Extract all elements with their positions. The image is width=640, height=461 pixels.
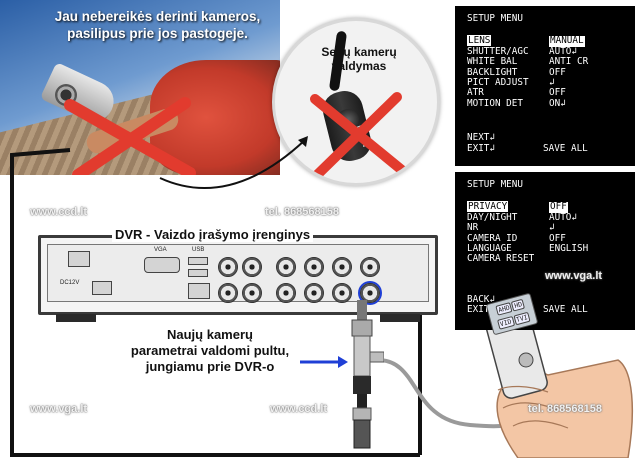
remote-btn-hd: HD — [511, 298, 526, 312]
osd-row: CAMERA ID OFF — [467, 232, 635, 244]
osd-value: OFF — [549, 232, 566, 244]
dvr-device: DC12V VGA USB — [38, 235, 438, 322]
osd-save-all: SAVE ALL — [543, 304, 588, 316]
photo-caption: Jau nebereikės derinti kameros, pasilipu… — [54, 9, 261, 41]
osd-value: AUTO↲ — [549, 211, 577, 223]
osd-value: ANTI CR — [549, 56, 589, 68]
osd-save-all: SAVE ALL — [543, 142, 588, 154]
bnc-port — [242, 257, 262, 277]
osd-setup-menu-2: SETUP MENU PRIVACY OFF DAY/NIGHT AUTO↲ NR ↲… — [455, 172, 635, 330]
bnc-port — [242, 283, 262, 303]
remote-btn-tvi: TVI — [512, 311, 531, 326]
cross-mark-icon — [310, 92, 408, 180]
osd-row: NR ↲ — [467, 222, 635, 234]
note-line2: parametrai valdomi pultu, — [130, 343, 290, 358]
osd-row: SHUTTER/AGC AUTO↲ — [467, 45, 635, 57]
dc-power-port — [92, 281, 112, 295]
watermark: www.ccd.lt — [30, 206, 88, 218]
osd-key: LENS — [467, 35, 492, 47]
bnc-port-connected — [360, 283, 380, 303]
osd-row: WHITE BAL ANTI CR — [467, 56, 635, 68]
watermark: www.ccd.lt — [270, 403, 328, 415]
bnc-port — [304, 283, 324, 303]
ethernet-port — [188, 283, 210, 299]
bnc-port — [332, 283, 352, 303]
osd-title: SETUP MENU — [467, 179, 523, 190]
osd-key: ATR — [467, 87, 484, 99]
watermark: www.vga.lt — [545, 270, 603, 282]
bnc-port — [332, 257, 352, 277]
osd-value: ↲ — [549, 222, 555, 234]
osd-key: SHUTTER/AGC — [467, 45, 529, 57]
osd-key: WHITE BAL — [467, 56, 518, 68]
bnc-port — [276, 283, 296, 303]
old-camera-controller-zoom: Senų kamerų valdymas DOWN — [272, 18, 440, 186]
bnc-port — [276, 257, 296, 277]
osd-row: BACKLIGHT OFF — [467, 66, 635, 78]
osd-value: AUTO↲ — [549, 45, 577, 57]
remote-btn-vid: VID — [496, 315, 515, 330]
note-line3: jungiamu prie DVR-o — [145, 359, 275, 374]
osd-row: PRIVACY OFF — [467, 201, 635, 213]
osd-key: LANGUAGE — [467, 243, 512, 255]
osd-row: LANGUAGE ENGLISH — [467, 243, 635, 255]
osd-key: CAMERA ID — [467, 232, 518, 244]
osd-row: PICT ADJUST ↲ — [467, 77, 635, 89]
bnc-port — [304, 257, 324, 277]
osd-key: NR — [467, 222, 479, 234]
watermark: tel. 868568158 — [528, 403, 603, 415]
osd-value: OFF — [549, 66, 566, 78]
osd-footer: EXIT↲ SAVE ALL — [467, 142, 635, 154]
usb-port — [188, 269, 208, 277]
osd-value: OFF — [549, 87, 566, 99]
usb-label: USB — [192, 247, 205, 253]
osd-value: ↲ — [549, 77, 555, 89]
bnc-port — [360, 257, 380, 277]
bnc-port — [218, 257, 238, 277]
watermark: www.vga.lt — [30, 403, 88, 415]
osd-exit: EXIT↲ — [467, 304, 495, 316]
zoom-label-line2: valdymas — [331, 59, 387, 73]
note-line1: Naujų kamerų — [167, 327, 253, 342]
osd-key: PICT ADJUST — [467, 77, 529, 89]
dvr-title: DVR - Vaizdo įrašymo įrenginys — [112, 227, 314, 242]
remote-btn-ahd: AHD — [495, 302, 513, 317]
osd-next: NEXT↲ — [467, 132, 495, 144]
installer-photo: Jau nebereikės derinti kameros, pasilipu… — [0, 0, 280, 175]
cross-mark-icon — [64, 97, 196, 175]
remote-note: Naujų kamerų parametrai valdomi pultu, j… — [100, 327, 320, 375]
osd-value: OFF — [549, 201, 568, 213]
usb-port — [188, 257, 208, 265]
osd-setup-menu-1: SETUP MENU LENS MANUAL SHUTTER/AGC AUTO↲ W… — [455, 6, 635, 166]
bnc-t-adapter — [351, 300, 384, 449]
osd-value: ENGLISH — [549, 243, 589, 255]
dvr-back-panel: DC12V VGA USB — [47, 244, 429, 303]
vga-label: VGA — [154, 247, 167, 253]
bnc-port — [218, 283, 238, 303]
osd-key: MOTION DET — [467, 97, 523, 109]
osd-exit: EXIT↲ — [467, 142, 495, 154]
hand-with-remote — [481, 330, 634, 458]
osd-key: DAY/NIGHT — [467, 211, 518, 223]
osd-row: MOTION DET ON↲ — [467, 97, 635, 109]
dc-label: DC12V — [60, 280, 80, 286]
osd-back: BACK↲ — [467, 293, 495, 305]
osd-row: LENS MANUAL — [467, 35, 635, 47]
osd-row: CAMERA RESET — [467, 253, 635, 265]
osd-value: ON↲ — [549, 97, 566, 109]
osd-row: DAY/NIGHT AUTO↲ — [467, 211, 635, 223]
osd-key: PRIVACY — [467, 201, 509, 213]
watermark: tel. 868568158 — [265, 206, 340, 218]
osd-footer: EXIT↲ SAVE ALL — [467, 304, 635, 316]
osd-key: CAMERA RESET — [467, 253, 535, 265]
osd-row: ATR OFF — [467, 87, 635, 99]
vga-port — [144, 257, 180, 273]
osd-value: MANUAL — [549, 35, 585, 47]
osd-title: SETUP MENU — [467, 13, 523, 24]
power-switch — [68, 251, 90, 267]
osd-key: BACKLIGHT — [467, 66, 518, 78]
